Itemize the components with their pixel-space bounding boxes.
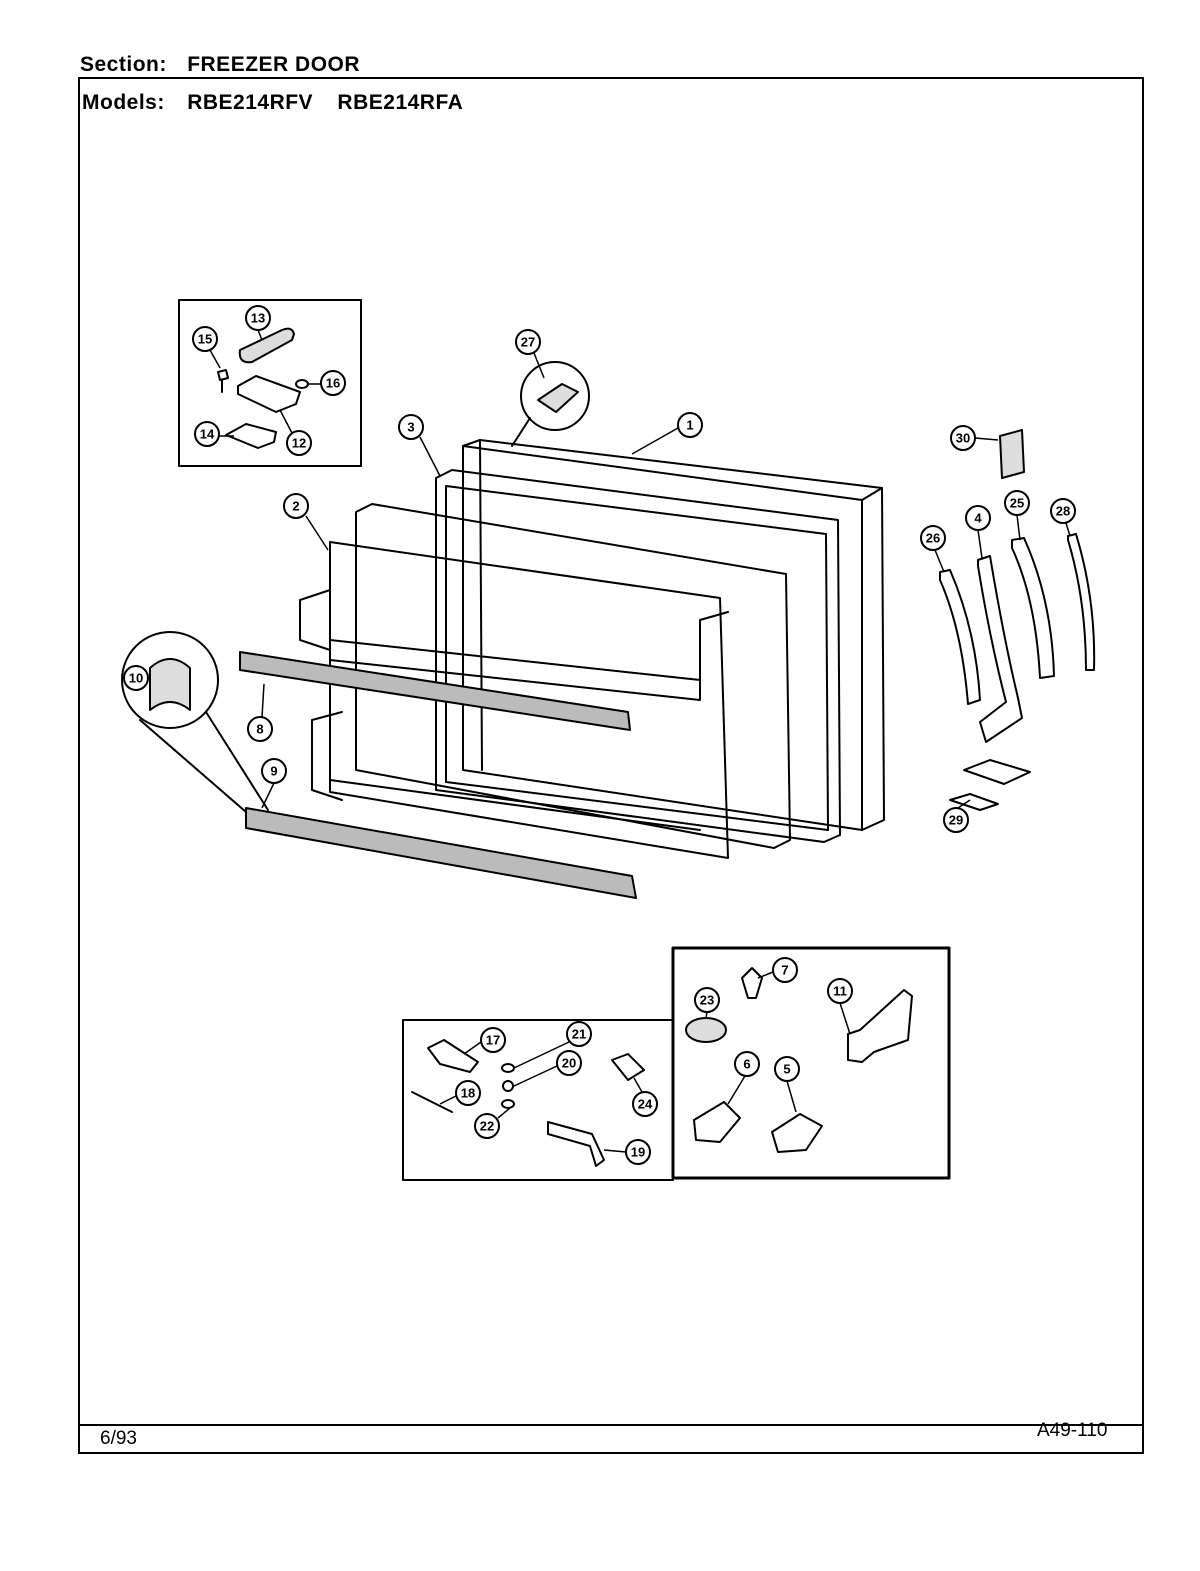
models-label: Models: [82, 91, 165, 114]
callout-22: 22 [480, 1119, 494, 1134]
callout-12: 12 [292, 436, 306, 451]
hinge-12 [237, 375, 301, 413]
callout-6: 6 [743, 1057, 750, 1072]
callout-20: 20 [562, 1056, 576, 1071]
models-line: Models: RBE214RFV RBE214RFA [82, 91, 463, 115]
inner-liner-lower [311, 711, 701, 831]
callout-4: 4 [974, 511, 982, 526]
section-title: Section: FREEZER DOOR [80, 53, 360, 77]
footer-date: 6/93 [100, 1428, 137, 1449]
callout-2: 2 [292, 499, 299, 514]
callout-27: 27 [521, 335, 535, 350]
footer-divider [78, 1424, 1144, 1426]
section-value: FREEZER DOOR [187, 53, 361, 76]
callout-7: 7 [781, 963, 788, 978]
model-1: RBE214RFV [187, 91, 314, 114]
door-gasket [435, 469, 841, 843]
callout-14: 14 [200, 427, 215, 442]
washer-22 [501, 1099, 515, 1109]
footer-code: A49-110 [1037, 1420, 1108, 1441]
screw-15 [217, 369, 229, 393]
clip-6 [693, 1101, 741, 1143]
hinge-shim-14 [225, 423, 277, 449]
pin-18 [411, 1091, 453, 1113]
callout-21: 21 [572, 1027, 586, 1042]
callout-29: 29 [949, 813, 963, 828]
clip-5 [771, 1113, 823, 1153]
callout-24: 24 [638, 1097, 653, 1112]
handle-25 [1011, 537, 1055, 679]
shim-29 [949, 793, 999, 811]
callout-17: 17 [486, 1033, 500, 1048]
door-plug-27 [537, 383, 579, 413]
callout-10: 10 [129, 671, 143, 686]
detail-27-leader [511, 417, 531, 447]
callout-9: 9 [270, 764, 277, 779]
callout-1: 1 [686, 418, 693, 433]
callout-26: 26 [926, 531, 940, 546]
callout-25: 25 [1010, 496, 1024, 511]
bracket-17 [427, 1039, 479, 1073]
callout-15: 15 [198, 332, 212, 347]
latch-19 [547, 1121, 605, 1167]
callout-5: 5 [783, 1062, 790, 1077]
hinge-parts-inset [178, 299, 362, 467]
callout-8: 8 [256, 722, 263, 737]
handle-cap-30 [999, 429, 1025, 479]
outer-door-edges [462, 439, 883, 831]
plug-23 [685, 1017, 727, 1043]
washer-21 [501, 1063, 515, 1073]
handle-26 [939, 569, 981, 705]
hinge-plate [963, 759, 1031, 785]
stop-11 [847, 989, 913, 1063]
hinge-cover-13 [238, 327, 295, 364]
detail-10-leaders [139, 711, 269, 813]
callout-3: 3 [407, 420, 414, 435]
hardware-inset [671, 946, 951, 1180]
end-cap-10 [149, 658, 191, 711]
diagram-frame [78, 77, 1144, 1454]
spacer-20 [502, 1080, 514, 1092]
callout-28: 28 [1056, 504, 1070, 519]
callout-11: 11 [833, 984, 847, 999]
inner-liner-shelf [299, 589, 729, 701]
shelf-trim-9 [245, 807, 637, 899]
inner-liner-flange [355, 503, 791, 849]
detail-circle-27 [520, 361, 590, 431]
model-2: RBE214RFA [337, 91, 464, 114]
detail-circle-10 [121, 631, 219, 729]
callout-19: 19 [631, 1145, 645, 1160]
callout-13: 13 [251, 311, 265, 326]
callout-16: 16 [326, 376, 340, 391]
inner-liner-front [329, 541, 729, 859]
handle-4 [977, 555, 1023, 743]
bumper-7 [741, 967, 763, 999]
clip-24 [611, 1053, 645, 1081]
handle-trim-28 [1067, 533, 1096, 671]
washer-16 [295, 379, 309, 389]
callout-23: 23 [700, 993, 714, 1008]
callout-30: 30 [956, 431, 970, 446]
shelf-trim-8 [239, 651, 631, 731]
callout-18: 18 [461, 1086, 475, 1101]
section-label: Section: [80, 53, 167, 76]
